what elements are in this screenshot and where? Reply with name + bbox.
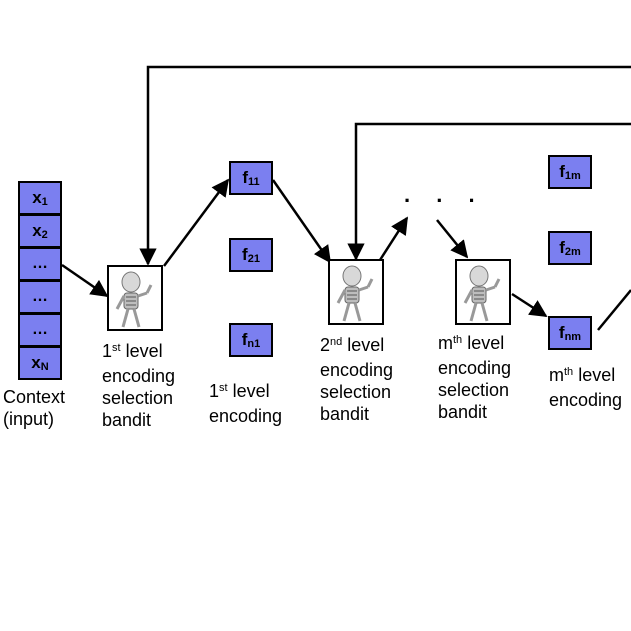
bandit-1-label: 1st level encoding selection bandit — [102, 341, 176, 430]
bandit-m-label: mth level encoding selection bandit — [438, 333, 512, 422]
encoding-m-label: mth level encoding — [549, 365, 623, 410]
levels-ellipsis: . . . — [404, 182, 485, 207]
arrow-f11-to-bandit2 — [271, 179, 332, 264]
arrow-banditm-to-fnm — [511, 292, 548, 318]
robot-icon — [115, 271, 153, 328]
bandit-2 — [328, 259, 384, 325]
encoding-1-label: 1st level encoding — [209, 381, 283, 426]
bandit-1 — [107, 265, 163, 331]
feedback-line-to-bandit1 — [139, 65, 631, 266]
arrow-bandit1-to-f11 — [162, 178, 230, 267]
arrow-dots-to-banditm — [436, 219, 469, 259]
robot-icon — [463, 265, 501, 322]
bandit-2-label: 2nd level encoding selection bandit — [320, 335, 394, 424]
arrow-context-to-bandit1 — [61, 263, 109, 298]
context-cell-ellipsis-3: … — [18, 313, 62, 347]
line-fnm-offscreen — [597, 289, 631, 331]
arrow-bandit2-to-dots — [378, 216, 409, 261]
context-cell-ellipsis-1: … — [18, 247, 62, 281]
context-cell-ellipsis-2: … — [18, 280, 62, 314]
context-label: Context (input) — [3, 387, 66, 429]
robot-icon — [336, 265, 374, 322]
bandit-m — [455, 259, 511, 325]
feedback-line-to-bandit2 — [347, 122, 631, 261]
